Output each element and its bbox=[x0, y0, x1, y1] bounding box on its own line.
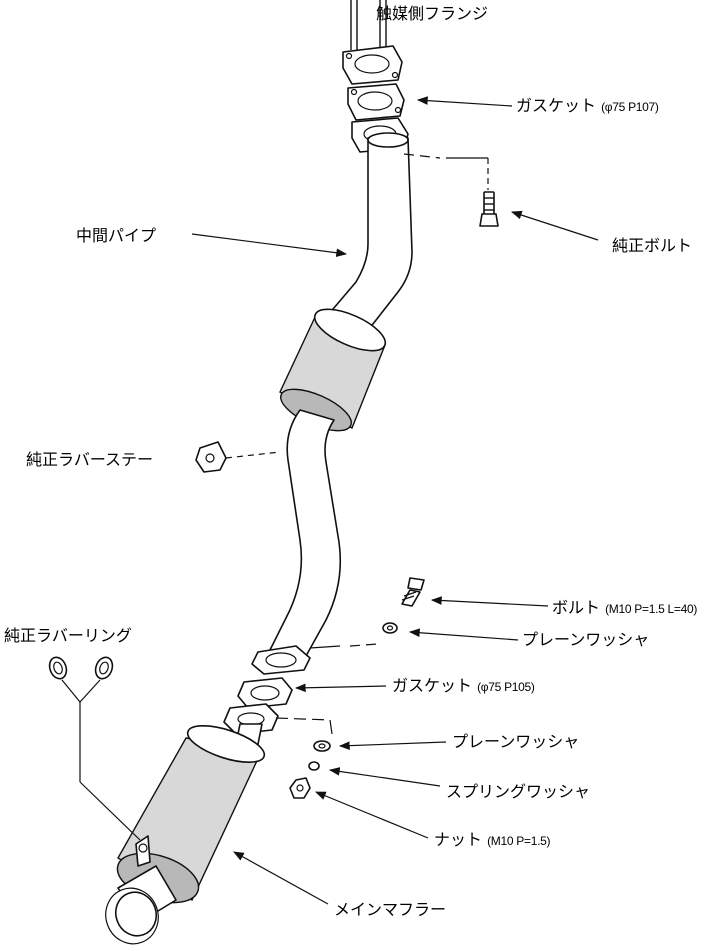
mid-pipe-label: 中間パイプ bbox=[76, 226, 157, 245]
leader-arrows bbox=[191, 96, 599, 905]
m10-bolt-part bbox=[401, 577, 425, 607]
mid-pipe-upper bbox=[321, 132, 413, 339]
stock-bolt-part bbox=[403, 153, 499, 227]
rubber-ring-label: 純正ラバーリング bbox=[4, 626, 132, 645]
catalyst-flange bbox=[342, 45, 403, 85]
rubber-rings-part bbox=[48, 656, 141, 841]
plain-washer-upper-part bbox=[309, 622, 398, 649]
gasket-lower-spec: (φ75 P105) bbox=[477, 680, 535, 694]
lower-hardware-part bbox=[275, 717, 333, 799]
mid-silencer bbox=[279, 308, 387, 432]
main-muffler bbox=[105, 725, 266, 945]
rubber-stay-part bbox=[195, 441, 281, 473]
upper-gasket bbox=[347, 83, 405, 121]
cat-flange-label: 触媒側フランジ bbox=[376, 4, 489, 23]
bolt-label: ボルト (M10 P=1.5 L=40) bbox=[552, 598, 697, 619]
gasket-lower-name: ガスケット bbox=[392, 676, 473, 695]
nut-label: ナット (M10 P=1.5) bbox=[434, 830, 550, 851]
bolt-spec: (M10 P=1.5 L=40) bbox=[605, 602, 698, 616]
lower-gasket bbox=[237, 677, 293, 709]
plain-washer-upper-label: プレーンワッシャ bbox=[522, 630, 650, 649]
spring-washer-label: スプリングワッシャ bbox=[446, 782, 591, 801]
stock-bolt-label: 純正ボルト bbox=[612, 236, 693, 255]
gasket-upper-label: ガスケット (φ75 P107) bbox=[516, 96, 659, 117]
catalyst-pipe-stub bbox=[350, 0, 387, 50]
plain-washer-lower-label: プレーンワッシャ bbox=[452, 732, 580, 751]
bolt-name: ボルト bbox=[552, 598, 601, 617]
mid-pipe-outlet-flange bbox=[251, 645, 311, 675]
gasket-upper-name: ガスケット bbox=[516, 96, 597, 115]
nut-name: ナット bbox=[434, 830, 483, 849]
gasket-upper-spec: (φ75 P107) bbox=[601, 100, 659, 114]
nut-spec: (M10 P=1.5) bbox=[487, 834, 551, 848]
mid-pipe-lower bbox=[269, 409, 342, 657]
main-muffler-label: メインマフラー bbox=[334, 900, 447, 919]
gasket-lower-label: ガスケット (φ75 P105) bbox=[392, 676, 535, 697]
rubber-stay-label: 純正ラバーステー bbox=[26, 450, 154, 469]
